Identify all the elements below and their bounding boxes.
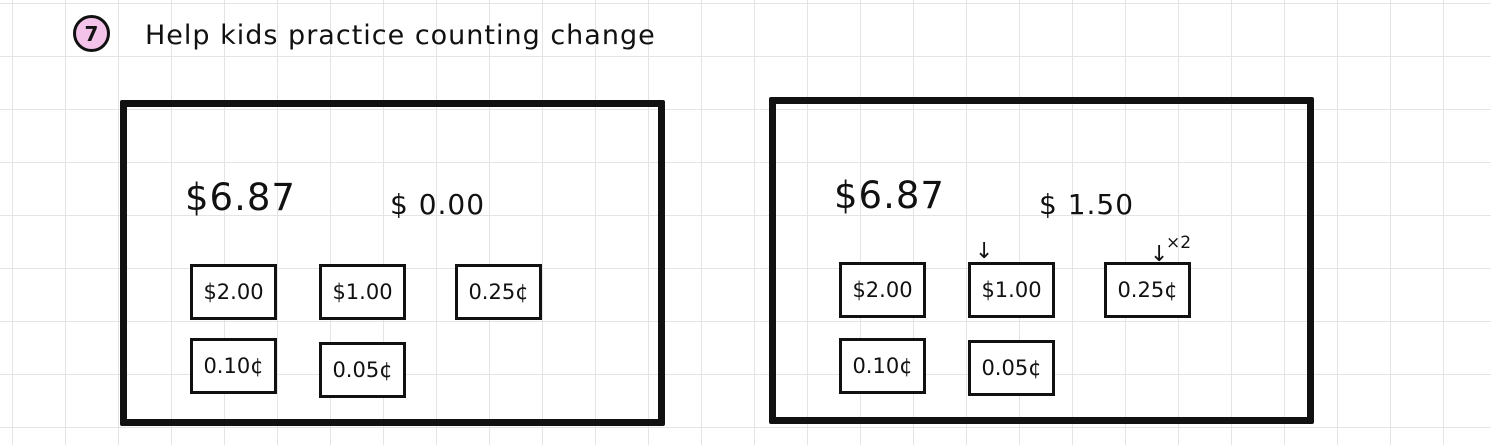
coin-multiplier-label: ×2 — [1166, 233, 1192, 253]
coin-button-dime[interactable]: 0.10¢ — [190, 338, 277, 394]
coin-button-quarter[interactable]: 0.25¢ — [455, 264, 542, 320]
coin-button-nickel[interactable]: 0.05¢ — [319, 342, 406, 398]
coin-button-2-dollars[interactable]: $2.00 — [839, 262, 926, 318]
step-number-badge: 7 — [73, 15, 110, 52]
selected-arrow-icon: ↓ — [1150, 242, 1169, 267]
selected-arrow-icon: ↓ — [975, 239, 994, 264]
change-total: $ 1.50 — [1039, 188, 1135, 221]
coin-button-quarter[interactable]: 0.25¢ — [1104, 262, 1191, 318]
page-title: Help kids practice counting change — [145, 20, 656, 51]
item-price: $6.87 — [834, 174, 945, 217]
item-price: $6.87 — [185, 176, 296, 219]
change-total: $ 0.00 — [390, 188, 486, 221]
change-panel-after: $6.87 $ 1.50 ↓ ↓ ×2 $2.00 $1.00 0.25¢ 0.… — [769, 97, 1314, 424]
change-panel-before: $6.87 $ 0.00 $2.00 $1.00 0.25¢ 0.10¢ 0.0… — [120, 100, 665, 426]
coin-button-1-dollar[interactable]: $1.00 — [968, 262, 1055, 318]
coin-button-dime[interactable]: 0.10¢ — [839, 338, 926, 394]
coin-button-nickel[interactable]: 0.05¢ — [968, 340, 1055, 396]
step-number: 7 — [84, 21, 99, 46]
coin-button-1-dollar[interactable]: $1.00 — [319, 264, 406, 320]
coin-button-2-dollars[interactable]: $2.00 — [190, 264, 277, 320]
